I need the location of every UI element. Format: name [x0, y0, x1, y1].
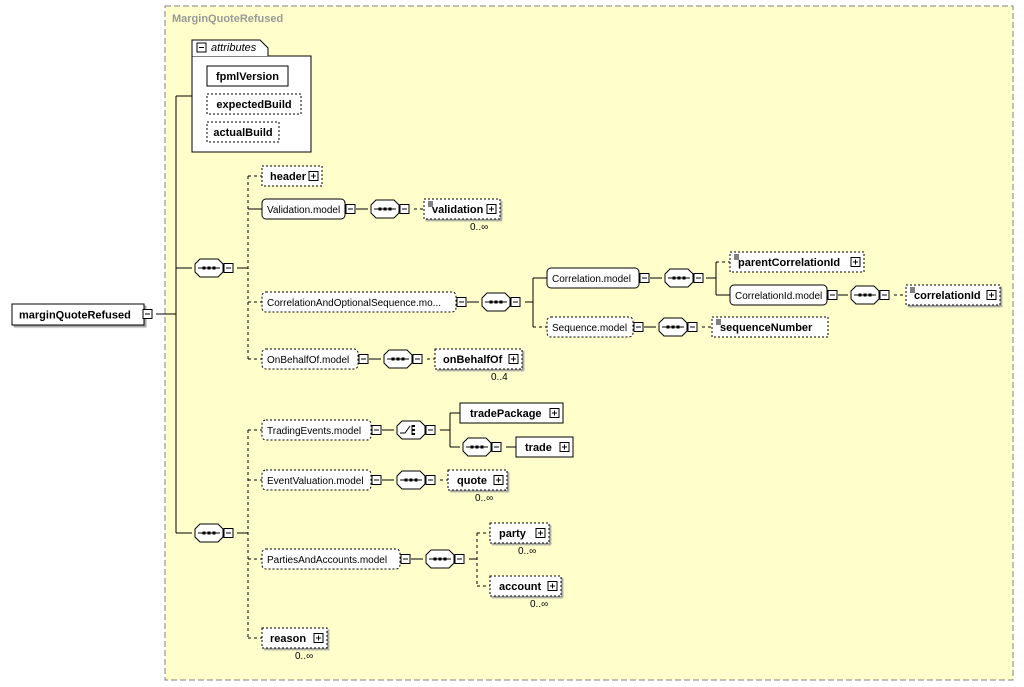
sequence-icon — [443, 557, 447, 561]
sequence-icon — [202, 531, 206, 535]
group-on-behalf-of-model[interactable] — [261, 348, 359, 370]
group-correlation-model[interactable] — [546, 267, 640, 289]
element-account-label: account — [499, 581, 542, 593]
sequence-icon — [212, 266, 216, 270]
group-on-behalf-of-model-label: OnBehalfOf.model — [267, 355, 349, 366]
choice-icon — [412, 429, 415, 431]
element-on-behalf-of[interactable] — [434, 348, 523, 370]
sequence-icon — [383, 207, 387, 211]
cardinality-label: 0..∞ — [518, 546, 536, 557]
attribute-fpmlversion[interactable] — [206, 65, 289, 87]
group-parties-accounts-model-label: PartiesAndAccounts.model — [267, 555, 387, 566]
group-trading-events-model-label: TradingEvents.model — [267, 426, 361, 437]
element-reason[interactable] — [261, 627, 328, 649]
sequence-icon — [858, 293, 862, 297]
group-event-valuation-model-label: EventValuation.model — [267, 476, 364, 487]
element-correlation-id[interactable] — [905, 284, 1001, 306]
sequence-icon — [677, 276, 681, 280]
sequence-icon — [470, 445, 474, 449]
group-correlation-id-model[interactable] — [729, 284, 828, 306]
group-correlation-sequence[interactable] — [261, 291, 457, 313]
sequence-icon — [489, 300, 493, 304]
element-party-label: party — [499, 528, 527, 540]
sequence-icon — [414, 478, 418, 482]
element-reason-label: reason — [270, 633, 306, 645]
sequence-icon — [207, 531, 211, 535]
root-element-label: marginQuoteRefused — [19, 310, 131, 322]
sequence-icon — [433, 557, 437, 561]
group-correlation-id-model-label: CorrelationId.model — [735, 291, 822, 302]
group-trading-events-model[interactable] — [261, 419, 372, 441]
element-parent-correlation-id-label: parentCorrelationId — [738, 257, 840, 269]
element-party[interactable] — [489, 522, 550, 544]
attribute-label: actualBuild — [213, 127, 272, 139]
element-parent-correlation-id[interactable] — [729, 251, 865, 273]
choice-compositor[interactable] — [396, 420, 426, 440]
cardinality-label: 0..4 — [491, 372, 508, 383]
element-correlation-id-label: correlationId — [914, 290, 981, 302]
sequence-icon — [378, 207, 382, 211]
element-header-label: header — [270, 171, 307, 183]
cardinality-label: 0..∞ — [475, 493, 493, 504]
element-trade[interactable] — [515, 436, 574, 458]
element-header[interactable] — [261, 165, 323, 187]
group-validation-model[interactable] — [261, 198, 346, 220]
sequence-icon — [404, 478, 408, 482]
connector-lines — [156, 95, 906, 639]
choice-icon — [400, 425, 411, 434]
attribute-expectedbuild[interactable] — [206, 93, 302, 115]
element-quote[interactable] — [447, 469, 508, 491]
element-trade-package[interactable] — [459, 402, 564, 424]
sequence-icon — [672, 276, 676, 280]
group-parties-accounts-model[interactable] — [261, 548, 401, 570]
group-sequence-model-label: Sequence.model — [552, 323, 627, 334]
attributes-label: attributes — [211, 42, 257, 54]
sequence-icon — [494, 300, 498, 304]
sequence-icon — [212, 531, 216, 535]
group-validation-model-label: Validation.model — [267, 205, 340, 216]
group-sequence-model[interactable] — [546, 316, 634, 338]
sequence-icon — [671, 325, 675, 329]
sequence-icon — [676, 325, 680, 329]
sequence-icon — [388, 207, 392, 211]
attribute-actualbuild[interactable] — [206, 121, 280, 143]
sequence-icon — [666, 325, 670, 329]
sequence-icon — [863, 293, 867, 297]
sequence-icon — [480, 445, 484, 449]
element-quote-label: quote — [457, 475, 487, 487]
sequence-icon — [438, 557, 442, 561]
element-trade-label: trade — [525, 442, 552, 454]
group-correlation-model-label: Correlation.model — [552, 274, 631, 285]
attributes-group: attributes fpmlVersion expectedBuild act… — [191, 39, 312, 153]
group-event-valuation-model[interactable] — [261, 469, 372, 491]
cardinality-label: 0..∞ — [470, 222, 488, 233]
choice-icon — [412, 425, 415, 427]
diagram-nodes: marginQuoteRefused headerValidation.model… — [11, 165, 1001, 662]
sequence-icon — [391, 357, 395, 361]
sequence-icon — [401, 357, 405, 361]
element-trade-package-label: tradePackage — [470, 408, 542, 420]
sequence-icon — [396, 357, 400, 361]
sequence-icon — [682, 276, 686, 280]
element-sequence-number[interactable] — [711, 316, 829, 338]
sequence-icon — [475, 445, 479, 449]
sequence-icon — [207, 266, 211, 270]
sequence-icon — [499, 300, 503, 304]
element-account[interactable] — [489, 575, 562, 597]
sequence-icon — [202, 266, 206, 270]
cardinality-label: 0..∞ — [295, 651, 313, 662]
sequence-icon — [868, 293, 872, 297]
group-correlation-sequence-label: CorrelationAndOptionalSequence.mo... — [267, 298, 441, 309]
type-title: MarginQuoteRefused — [172, 13, 283, 25]
element-validation-label: validation — [432, 204, 484, 216]
sequence-icon — [409, 478, 413, 482]
element-sequence-number-label: sequenceNumber — [720, 322, 813, 334]
choice-icon — [412, 433, 415, 435]
element-on-behalf-of-label: onBehalfOf — [443, 354, 503, 366]
cardinality-label: 0..∞ — [530, 599, 548, 610]
attribute-label: expectedBuild — [216, 99, 291, 111]
attribute-label: fpmlVersion — [216, 71, 279, 83]
element-validation[interactable] — [423, 198, 501, 220]
